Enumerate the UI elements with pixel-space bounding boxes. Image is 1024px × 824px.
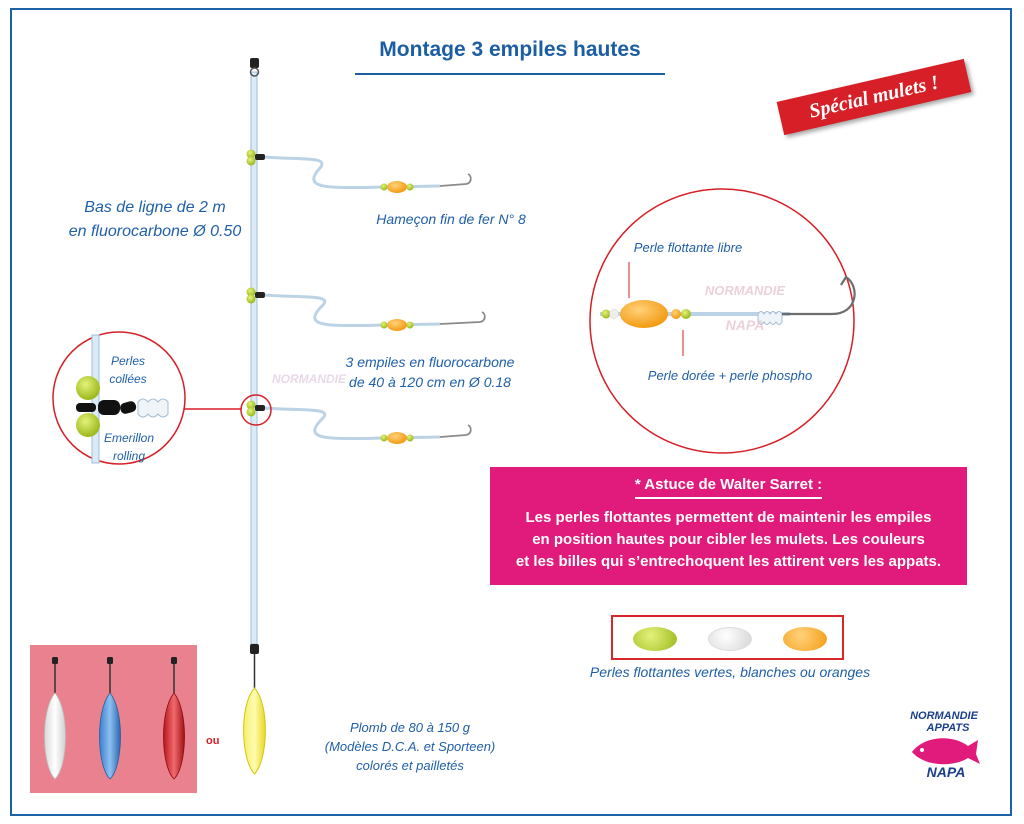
lead-label-line1: Plomb de 80 à 150 g	[350, 720, 470, 735]
main-line	[249, 58, 260, 688]
page-title: Montage 3 empiles hautes	[379, 38, 641, 61]
dropper-3	[246, 400, 472, 444]
lead-label-line2: (Modèles D.C.A. et Sporteen)	[324, 739, 496, 754]
orange-bead	[783, 627, 827, 651]
blue-lead	[99, 657, 121, 780]
white-lead	[44, 657, 66, 780]
tip-box: * Astuce de Walter Sarret : Les perles f…	[490, 467, 967, 585]
brand-logo: NORMANDIE APPATS NAPA	[906, 706, 982, 780]
red-lead	[163, 657, 185, 780]
lead-samples	[44, 657, 185, 780]
emerillon-label-line2: rolling	[112, 449, 145, 463]
logo-line2: APPATS	[926, 722, 971, 734]
yellow-lead	[243, 687, 266, 775]
beads-caption: Perles flottantes vertes, blanches ou or…	[589, 664, 871, 680]
empiles-label-line2: de 40 à 120 cm en Ø 0.18	[349, 374, 511, 390]
svg-text:NORMANDIE: NORMANDIE	[705, 283, 785, 298]
empiles-label: 3 empiles en fluorocarbone de 40 à 120 c…	[330, 352, 530, 392]
perles-label-line1: Perles	[110, 354, 145, 368]
perles-label: Perles collées	[100, 352, 156, 388]
perles-label-line2: collées	[109, 372, 147, 386]
tip-line-2: en position hautes pour cibler les mulet…	[532, 531, 925, 548]
emerillon-label: Emerillon rolling	[98, 429, 160, 465]
tip-body: Les perles flottantes permettent de main…	[490, 507, 967, 573]
tip-title: * Astuce de Walter Sarret :	[634, 476, 823, 499]
green-bead	[633, 627, 677, 651]
title-underline	[355, 73, 665, 75]
empiles-label-line1: 3 empiles en fluorocarbone	[345, 354, 515, 370]
logo-line3: NAPA	[927, 764, 966, 780]
highlight-circle-small	[240, 394, 272, 426]
page-frame	[10, 8, 1012, 816]
lead-label-line3: colorés et pailletés	[356, 758, 464, 773]
tip-line-3: et les billes qui s’entrechoquent les at…	[515, 553, 942, 570]
dropper-2	[246, 287, 486, 331]
or-label: ou	[206, 735, 220, 747]
dropper-1	[246, 149, 472, 193]
lead-samples-panel	[30, 645, 197, 793]
lead-label: Plomb de 80 à 150 g (Modèles D.C.A. et S…	[300, 718, 520, 775]
watermark-text: NORMANDIE	[272, 372, 347, 386]
emerillon-label-line1: Emerillon	[103, 431, 154, 445]
svg-text:NAPA: NAPA	[726, 317, 765, 333]
hook-label: Hameçon fin de fer N° 8	[376, 211, 526, 227]
tip-line-1: Les perles flottantes permettent de main…	[525, 509, 932, 526]
bead-colors-box	[611, 615, 844, 660]
float-bead-label: Perle flottante libre	[633, 240, 743, 255]
gold-bead-label: Perle dorée + perle phospho	[647, 368, 813, 383]
swivel-detail-circle	[52, 331, 186, 465]
logo-line1: NORMANDIE	[910, 710, 978, 722]
mainline-label-line2: en fluorocarbone Ø 0.50	[68, 223, 242, 240]
white-bead	[708, 627, 752, 651]
mainline-label: Bas de ligne de 2 m en fluorocarbone Ø 0…	[40, 196, 270, 244]
fish-logo-icon: NORMANDIE APPATS NAPA	[910, 710, 980, 780]
mainline-label-line1: Bas de ligne de 2 m	[84, 199, 226, 216]
bead-detail-circle: NORMANDIE NAPA	[589, 188, 856, 454]
